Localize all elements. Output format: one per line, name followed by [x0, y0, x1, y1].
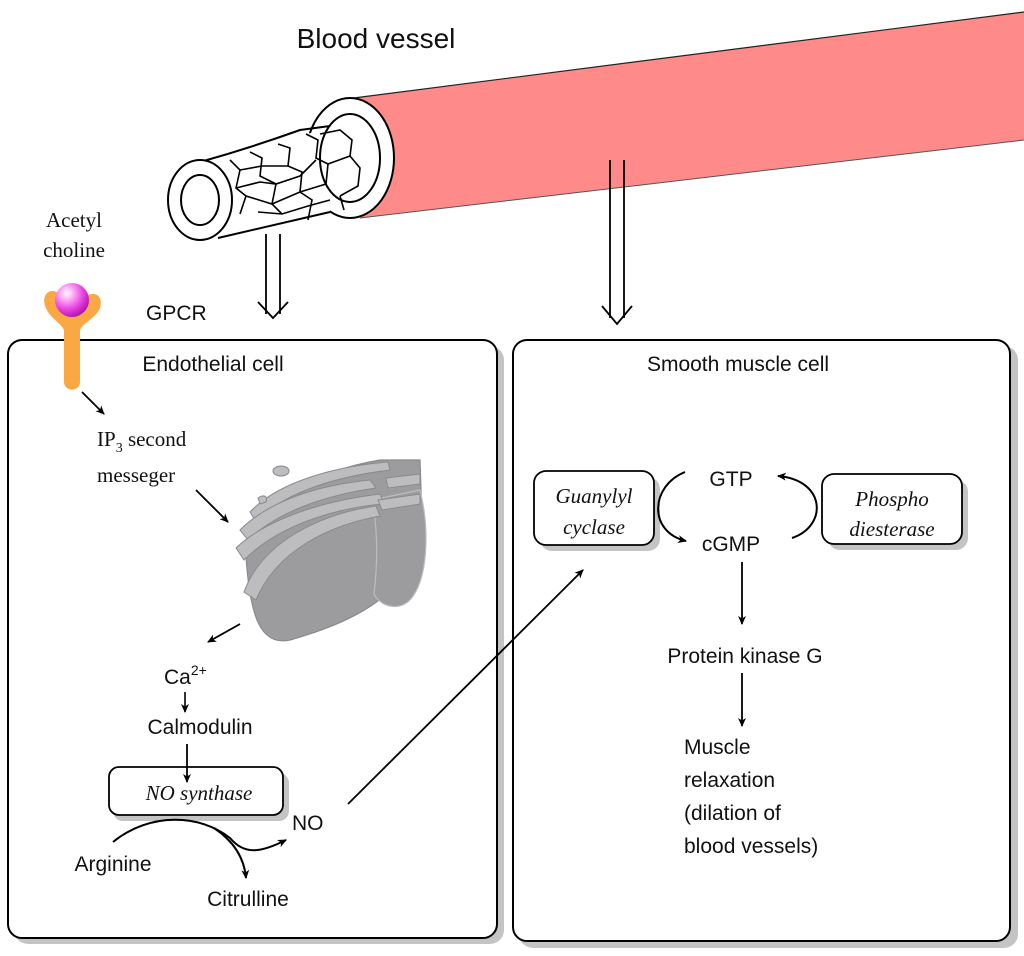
no-synthase-box — [108, 766, 284, 816]
double-arrow-to-endothelial — [257, 234, 289, 320]
outcome-line3: (dilation of — [684, 802, 781, 825]
endothelial-cell-title: Endothelial cell — [142, 353, 283, 376]
no-synthase-label: NO synthase — [145, 781, 253, 805]
endothelial-cell-pattern — [229, 129, 361, 221]
vessel-outer-wall — [340, 12, 1024, 218]
phosphodiesterase-box — [821, 473, 963, 545]
arrow-er-to-calcium — [207, 623, 241, 643]
guanylyl-cyclase-line2: cyclase — [563, 515, 625, 539]
gpcr-receptor-icon — [44, 283, 101, 390]
citrulline-label: Citrulline — [207, 888, 289, 911]
ip3-label-line2: messeger — [97, 463, 175, 487]
arrow-gtp-to-cgmp — [657, 471, 687, 544]
arrow-gpcr-to-ip3 — [81, 391, 105, 415]
endothelial-cell-box — [7, 339, 498, 939]
phosphodiesterase-line1: Phospho — [854, 487, 929, 511]
outcome-line4: blood vessels) — [684, 835, 818, 858]
arginine-label: Arginine — [74, 853, 151, 876]
arrow-cgmp-to-gtp — [777, 472, 818, 539]
gtp-label: GTP — [709, 468, 752, 491]
smooth-muscle-cell-title: Smooth muscle cell — [647, 353, 829, 376]
blood-vessel-illustration — [167, 11, 1024, 241]
outcome-line2: relaxation — [684, 769, 775, 792]
title-blood-vessel: Blood vessel — [297, 23, 456, 54]
ligand-label-line1: Acetyl — [46, 208, 102, 232]
double-arrow-to-smooth-muscle — [601, 160, 633, 326]
arrow-arginine-to-citrulline — [213, 827, 250, 879]
arrow-ip3-to-er — [195, 489, 229, 523]
no-label: NO — [292, 812, 324, 835]
phosphodiesterase-line2: diesterase — [849, 517, 934, 541]
guanylyl-cyclase-box — [533, 470, 655, 546]
arrow-no-to-guanylyl-cyclase — [347, 569, 584, 805]
ligand-label-line2: choline — [43, 238, 105, 262]
ip3-label-line1: IP3 second — [97, 427, 187, 456]
cgmp-label: cGMP — [702, 533, 760, 556]
arrow-arginine-to-no — [112, 818, 287, 852]
outcome-line1: Muscle — [684, 736, 751, 759]
gpcr-label: GPCR — [146, 302, 207, 325]
acetylcholine-ligand-icon — [55, 283, 89, 317]
guanylyl-cyclase-line1: Guanylyl — [556, 484, 633, 508]
calcium-label: Ca2+ — [164, 662, 207, 689]
endoplasmic-reticulum-icon — [235, 459, 427, 642]
protein-kinase-g-label: Protein kinase G — [667, 645, 822, 668]
calmodulin-label: Calmodulin — [147, 716, 252, 739]
